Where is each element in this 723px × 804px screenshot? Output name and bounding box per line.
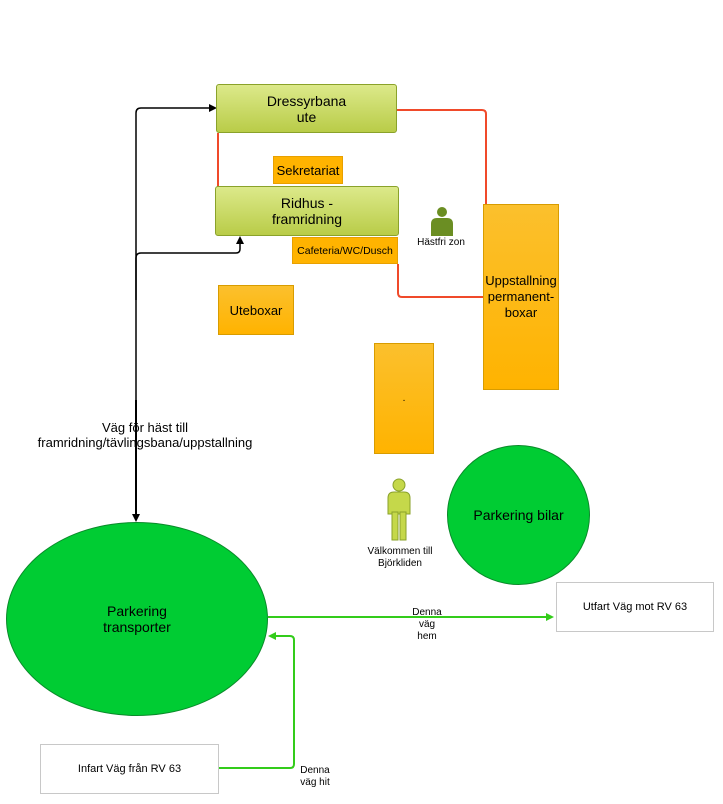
ridhus-box: Ridhus - framridning bbox=[215, 186, 399, 236]
denna-vag-hem-label: Denna väg hem bbox=[412, 607, 442, 642]
valkommen-person-icon bbox=[387, 478, 411, 541]
uppstallning-box: Uppstallning permanent- boxar bbox=[483, 204, 559, 390]
parkering-bilar-circle: Parkering bilar bbox=[447, 445, 590, 585]
hastfri-person-icon bbox=[431, 207, 453, 236]
black-path-ridhus bbox=[135, 236, 244, 300]
black-path-dressyrbana bbox=[135, 104, 217, 520]
green-line-from-infart bbox=[218, 632, 295, 769]
red-line-dressyrbana-uppstallning bbox=[397, 109, 487, 205]
red-line-cafeteria-uppstallning bbox=[397, 264, 484, 298]
cafeteria-box: Cafeteria/WC/Dusch bbox=[292, 237, 398, 264]
uteboxar-box: Uteboxar bbox=[218, 285, 294, 335]
parkering-transporter-circle: Parkering transporter bbox=[6, 522, 268, 716]
denna-vag-hit-label: Denna väg hit bbox=[300, 765, 330, 788]
vag-for-hast-label: Väg för häst till framridning/tävlingsba… bbox=[37, 420, 253, 450]
utfart-box: Utfart Väg mot RV 63 bbox=[556, 582, 714, 632]
infart-box: Infart Väg från RV 63 bbox=[40, 744, 219, 794]
valkommen-label: Välkommen till Björkliden bbox=[367, 546, 433, 569]
hastfri-zon-label: Hästfri zon bbox=[417, 237, 465, 248]
center-box: . bbox=[374, 343, 434, 454]
sekretariat-box: Sekretariat bbox=[273, 156, 343, 184]
dressyrbana-box: Dressyrbana ute bbox=[216, 84, 397, 133]
